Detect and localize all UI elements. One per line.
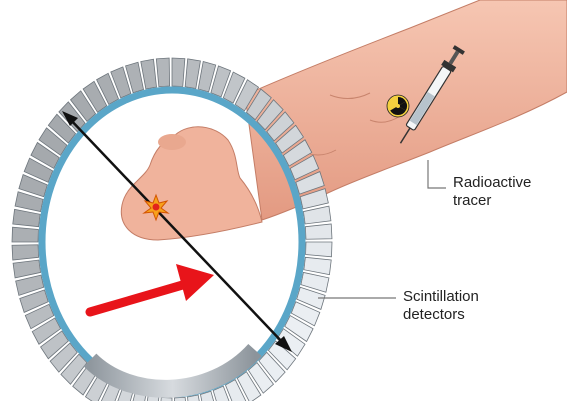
red-arrow-icon — [90, 264, 214, 312]
detector-segment — [305, 224, 332, 239]
detector-segment — [12, 245, 39, 260]
detector-segment — [13, 209, 40, 226]
tracer-label: Radioactive tracer — [453, 174, 531, 210]
detector-segment — [141, 59, 157, 89]
detector-segment — [185, 59, 200, 89]
detector-segment — [303, 206, 331, 224]
detectors-label-line1: Scintillation — [403, 288, 479, 306]
detector-segment — [156, 58, 169, 87]
patient-head — [121, 127, 262, 240]
tracer-label-line1: Radioactive — [453, 174, 531, 192]
detector-segment — [12, 227, 38, 242]
detector-segment — [172, 58, 185, 87]
detector-segment — [304, 257, 331, 274]
detector-segment — [174, 397, 187, 401]
detector-segment — [159, 397, 172, 401]
detector-segment — [13, 260, 41, 278]
tracer-leader-line — [428, 160, 446, 188]
detectors-label: Scintillation detectors — [403, 288, 479, 324]
tracer-label-line2: tracer — [453, 192, 531, 210]
detectors-label-line2: detectors — [403, 306, 479, 324]
patient-ear — [158, 134, 186, 150]
detector-segment — [306, 242, 332, 257]
radiation-symbol-icon — [387, 95, 410, 117]
